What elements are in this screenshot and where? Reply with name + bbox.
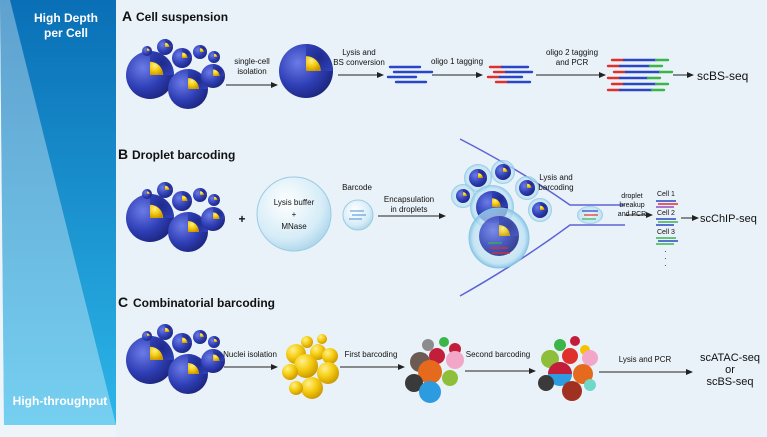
lysis-barcoding-label-1: Lysis and <box>539 173 573 182</box>
panel-b-title: Droplet barcoding <box>132 148 235 162</box>
panel-a-letter: A <box>122 8 132 24</box>
lysis-buffer-label-3: MNase <box>281 222 307 231</box>
sidebar-top-label-1: High Depth <box>34 11 98 25</box>
sidebar-gradient-wedge <box>0 0 116 425</box>
panel-a-step4-label-2: and PCR <box>556 58 589 67</box>
sidebar-bottom-label: High-throughput <box>13 394 108 408</box>
sidebar-highlight <box>0 0 116 425</box>
panel-c-output-3: scBS-seq <box>706 376 753 388</box>
dna-fragments-3 <box>606 58 674 92</box>
ellipsis-dot-2: · <box>664 254 667 263</box>
second-barcoded-nuclei <box>538 336 598 401</box>
panel-a-step1-label-2: isolation <box>237 67 266 76</box>
sidebar: High Depth per Cell High-throughput <box>0 0 116 437</box>
panel-c-output-2: or <box>725 364 735 376</box>
cell-2-label: Cell 2 <box>657 210 675 217</box>
panel-c-output-1: scATAC-seq <box>700 352 760 364</box>
breakup-label-2: breakup <box>619 202 644 209</box>
cell-read-groups: Cell 1 Cell 2 Cell 3 · · · <box>656 191 678 270</box>
first-barcoded-nuclei <box>405 337 464 403</box>
panel-a-output: scBS-seq <box>697 69 748 83</box>
dna-fragments-2 <box>486 65 534 84</box>
encapsulation-label-1: Encapsulation <box>384 195 434 204</box>
lysis-buffer-label-1: Lysis buffer <box>274 198 315 207</box>
lysis-buffer-label-2: + <box>292 210 297 219</box>
microfluidic-channel <box>459 138 625 297</box>
breakup-label-3: and PCR <box>618 211 646 218</box>
lysis-barcoding-label-2: barcoding <box>538 183 573 192</box>
ellipsis-dot-3: · <box>664 261 667 270</box>
barcoded-droplet <box>577 206 603 224</box>
barcode-droplet <box>342 199 374 231</box>
panel-a-title: Cell suspension <box>136 10 228 24</box>
panel-c-step4-label: Lysis and PCR <box>619 355 672 364</box>
cell-cluster-icon <box>126 182 225 252</box>
cell-3-label: Cell 3 <box>657 229 675 236</box>
nuclei-icon <box>282 334 339 399</box>
panel-a-step2-label-1: Lysis and <box>342 48 376 57</box>
panel-c: C Combinatorial barcoding Nuclei isolati… <box>118 294 760 403</box>
panel-b-letter: B <box>118 146 128 162</box>
panel-a-step1-label-1: single-cell <box>234 57 270 66</box>
panel-c-title: Combinatorial barcoding <box>133 296 275 310</box>
panel-a: A Cell suspension single-cell isolation … <box>122 8 748 109</box>
panel-a-step4-label-1: oligo 2 tagging <box>546 48 598 57</box>
panel-a-step2-label-2: BS conversion <box>333 58 385 67</box>
single-cell-icon <box>279 44 333 98</box>
panel-c-step3-label: Second barcoding <box>466 350 531 359</box>
sidebar-top-label-2: per Cell <box>44 26 88 40</box>
droplets-with-cells <box>451 160 552 269</box>
cell-1-label: Cell 1 <box>657 191 675 198</box>
cell-cluster-icon <box>126 324 225 394</box>
barcode-label: Barcode <box>342 183 372 192</box>
ellipsis-dot-1: · <box>664 247 667 256</box>
plus-sign-1: + <box>238 212 245 226</box>
panel-b: B Droplet barcoding + Lysis buffer + MNa… <box>118 138 757 297</box>
lysis-buffer-bubble: Lysis buffer + MNase <box>256 176 332 252</box>
panel-c-step2-label: First barcoding <box>345 350 398 359</box>
cell-cluster-icon <box>126 39 225 109</box>
breakup-label-1: droplet <box>621 193 642 200</box>
panel-c-letter: C <box>118 294 128 310</box>
panel-b-output: scChIP-seq <box>700 213 757 225</box>
encapsulation-label-2: in droplets <box>391 205 428 214</box>
panel-a-step3-label: oligo 1 tagging <box>431 57 483 66</box>
dna-fragments-1 <box>386 65 434 84</box>
panel-c-step1-label: Nuclei isolation <box>223 350 277 359</box>
